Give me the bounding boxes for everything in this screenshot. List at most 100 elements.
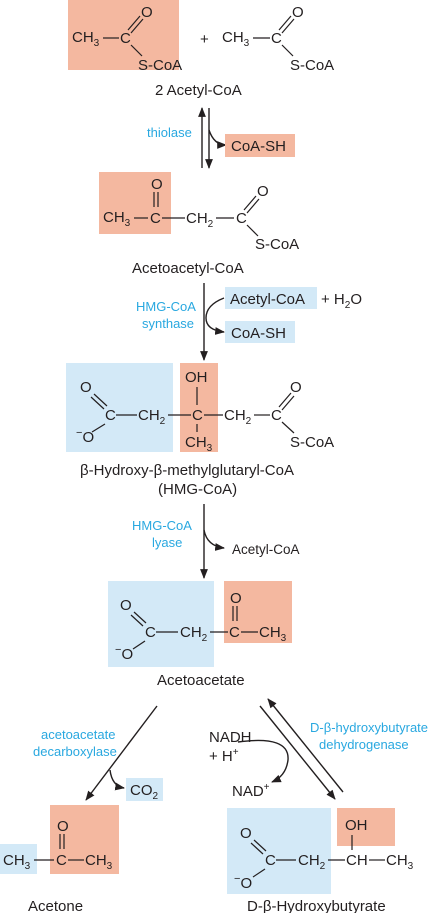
dehydrogenase-step: NADH + H+ NAD+ D-β-hydroxybutyrate dehyd…	[209, 698, 428, 800]
bond	[281, 421, 295, 434]
acetyl-coa-pair: CH3 C O S-CoA + CH3 C O S-CoA 2 Acetyl-C…	[68, 0, 334, 99]
thiolase-step: thiolase CoA-SH	[147, 107, 295, 169]
acetyl-coa-input-box	[225, 287, 317, 309]
acetoacetate-label: Acetoacetate	[157, 672, 245, 689]
bond	[252, 868, 266, 878]
hmg-coa-lyase-step: HMG-CoA lyase Acetyl-CoA	[132, 504, 300, 579]
methyl-left: CH3	[3, 852, 31, 872]
acetoacetyl-coa-label: Acetoacetyl-CoA	[132, 260, 244, 277]
bond	[246, 224, 259, 237]
double-bond	[281, 395, 295, 411]
ch2: CH2	[298, 852, 326, 872]
double-bond	[90, 396, 105, 410]
lyase-label-1: HMG-CoA	[132, 518, 192, 533]
oxygen-left: O	[141, 4, 153, 21]
carboxyl-o: O	[80, 379, 92, 396]
nadh-input: NADH	[209, 729, 252, 746]
synthase-label-2: synthase	[142, 316, 194, 331]
double-bond	[246, 198, 260, 214]
acetyl-highlight-box	[68, 0, 179, 70]
synthase-label-1: HMG-CoA	[136, 299, 196, 314]
decarboxylase-arrow	[85, 705, 158, 801]
carbonyl-c-left: C	[120, 30, 131, 47]
coash-output-box	[225, 321, 295, 343]
dehydrogenase-label-2: dehydrogenase	[319, 737, 409, 752]
ch2-left: CH2	[138, 407, 166, 427]
carboxylate-o: −O	[115, 644, 133, 663]
keto-c: C	[229, 624, 240, 641]
carboxylate-highlight-box	[227, 808, 331, 894]
scoa: S-CoA	[290, 434, 334, 451]
hmg-coa-synthase-step: HMG-CoA synthase Acetyl-CoA + H2O CoA-SH	[136, 283, 362, 361]
scoa-right: S-CoA	[290, 57, 334, 74]
bond	[130, 44, 143, 57]
methyl-right: CH3	[85, 852, 113, 872]
carbonyl-c: C	[56, 852, 67, 869]
methyl: CH3	[185, 434, 213, 454]
ch3: CH3	[103, 209, 131, 229]
scoa-left: S-CoA	[138, 57, 182, 74]
decarboxylase-label-1: acetoacetate	[41, 727, 115, 742]
carbonyl-c-right: C	[271, 30, 282, 47]
keto-o: O	[151, 176, 163, 193]
water-input: + H2O	[321, 291, 362, 311]
acetoacetyl-coa: CH3 C O CH2 C O S-CoA Acetoacetyl-CoA	[99, 172, 299, 277]
coash-release-arrow	[208, 129, 227, 149]
proton-input: + H+	[209, 747, 239, 765]
decarboxylase-label-2: decarboxylase	[33, 744, 117, 759]
double-bond	[253, 839, 267, 852]
carboxylate-highlight-box	[66, 363, 173, 452]
double-bond	[93, 393, 108, 407]
double-bond	[243, 195, 257, 211]
ch3-right: CH3	[222, 29, 250, 49]
thiolase-label: thiolase	[147, 125, 192, 140]
double-bond	[278, 15, 292, 31]
carboxyl-c: C	[265, 852, 276, 869]
ch3-left: CH3	[72, 29, 100, 49]
double-bond	[130, 614, 144, 627]
hydroxyl-highlight-box	[337, 808, 395, 846]
co2-release-arrow	[109, 769, 125, 791]
acetyl-coa-release-arrow	[203, 529, 225, 551]
carboxyl-c: C	[105, 407, 116, 424]
carbonyl-o: O	[57, 818, 69, 835]
synthase-side-arrow	[205, 297, 225, 335]
coash-output: CoA-SH	[231, 325, 286, 342]
methyl-highlight-box	[0, 844, 37, 874]
acetyl-coa-output: Acetyl-CoA	[232, 542, 300, 557]
thioester-c: C	[271, 407, 282, 424]
acetyl-coa-input: Acetyl-CoA	[230, 291, 305, 308]
double-bond	[281, 18, 295, 34]
methyl: CH3	[259, 624, 287, 644]
acetone: CH3 C O CH3 Acetone	[0, 805, 119, 913]
quaternary-c: C	[192, 407, 203, 424]
plus-sign: +	[200, 31, 209, 48]
acetyl-coa-label: 2 Acetyl-CoA	[155, 82, 242, 99]
nad-output: NAD+	[232, 782, 270, 800]
double-bond	[133, 611, 147, 624]
hmg-coa-label: β-Hydroxy-β-methylglutaryl-CoA	[80, 462, 294, 479]
dehydrogenase-label-1: D-β-hydroxybutyrate	[310, 720, 428, 735]
methyl: CH3	[386, 852, 414, 872]
dehydrogenase-reverse-arrow	[267, 698, 344, 793]
scoa: S-CoA	[255, 236, 299, 253]
ch2: CH2	[180, 624, 208, 644]
ch2: CH2	[186, 210, 214, 230]
chiral-ch: CH	[346, 852, 368, 869]
oxygen-right: O	[292, 4, 304, 21]
hmg-coa-abbrev: (HMG-CoA)	[158, 481, 237, 498]
double-bond	[127, 15, 141, 31]
methyl-ketone-highlight-box	[224, 581, 292, 643]
thioester-o: O	[257, 183, 269, 200]
carboxylate-o: −O	[76, 427, 94, 446]
thioester-c: C	[236, 210, 247, 227]
acetoacetate: O C −O CH2 C O CH3 Acetoacetate	[108, 581, 292, 689]
carbonyl-highlight-box	[50, 805, 119, 874]
bond	[91, 423, 106, 433]
coash-product: CoA-SH	[231, 138, 286, 155]
hydroxybutyrate-label: D-β-Hydroxybutyrate	[247, 898, 386, 913]
co2-box	[126, 778, 163, 801]
nad-cofactor-arrow	[237, 739, 289, 783]
double-bond	[250, 842, 264, 855]
